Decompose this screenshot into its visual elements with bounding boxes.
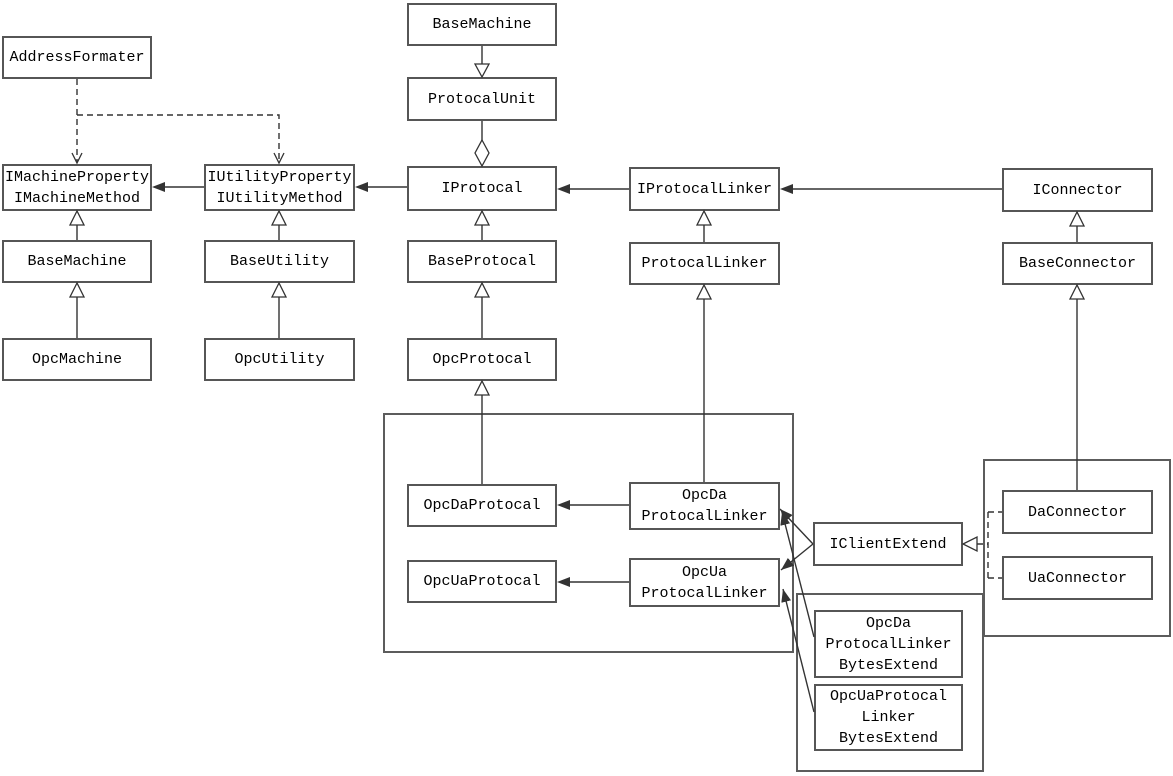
node-opcutility: OpcUtility <box>204 338 355 381</box>
node-label: ProtocalUnit <box>427 90 537 108</box>
node-iconnector: IConnector <box>1002 168 1153 212</box>
node-label: BaseMachine <box>432 16 532 33</box>
edge-opcprotocal-baseprotocal-generalization <box>473 281 491 338</box>
node-opcprotocal: OpcProtocal <box>407 338 557 381</box>
edge-protocalunit-iprotocal-aggregation <box>474 121 490 168</box>
node-label: OpcDa ProtocalLinker BytesExtend <box>825 614 952 674</box>
node-label: BaseUtility <box>229 253 330 270</box>
node-imachineproperty-imachinemethod: IMachineProperty IMachineMethod <box>2 164 152 211</box>
node-opcdaprotocallinker-bytesextend: OpcDa ProtocalLinker BytesExtend <box>814 610 963 678</box>
node-label: OpcDaProtocal <box>423 497 541 514</box>
node-baseutility: BaseUtility <box>204 240 355 283</box>
node-label: BaseProtocal <box>427 253 537 270</box>
edge-iprotocal-iutility-arrow <box>355 182 407 192</box>
node-label: OpcUaProtocal <box>423 573 541 590</box>
node-iclientextend: IClientExtend <box>813 522 963 566</box>
node-label: OpcMachine <box>31 351 122 368</box>
node-opcmachine: OpcMachine <box>2 338 152 381</box>
edge-iprotocallinker-iprotocal-arrow <box>557 184 629 194</box>
node-label: UaConnector <box>1027 569 1128 587</box>
node-basemachine: BaseMachine <box>2 240 152 283</box>
node-addressformater: AddressFormater <box>2 36 152 79</box>
node-baseconnector: BaseConnector <box>1002 242 1153 285</box>
node-label: IProtocalLinker <box>636 180 773 198</box>
node-protocalunit: ProtocalUnit <box>407 77 557 121</box>
edge-addressformater-imachine-dependency <box>71 79 83 165</box>
node-opcuaprotocallinker-bytesextend: OpcUaProtocal Linker BytesExtend <box>814 684 963 751</box>
node-label: BaseConnector <box>1018 255 1137 272</box>
node-label: AddressFormater <box>9 49 145 66</box>
node-label: OpcUtility <box>234 351 325 368</box>
node-basemachine-top: BaseMachine <box>407 3 557 46</box>
node-label: IUtilityProperty IUtilityMethod <box>207 168 352 207</box>
group-box-connectors <box>983 459 1171 637</box>
node-label: OpcProtocal <box>432 351 532 368</box>
node-opcuaprotocal: OpcUaProtocal <box>407 560 557 603</box>
node-label: DaConnector <box>1027 503 1128 521</box>
node-opcdaprotocal: OpcDaProtocal <box>407 484 557 527</box>
edge-protocallinker-iprotocallinker-generalization <box>695 209 713 242</box>
node-iutilityproperty-iutilitymethod: IUtilityProperty IUtilityMethod <box>204 164 355 211</box>
node-opcuaprotocallinker: OpcUa ProtocalLinker <box>629 558 780 607</box>
node-label: ProtocalLinker <box>641 255 768 272</box>
node-label: IProtocal <box>441 180 523 197</box>
node-label: OpcDa ProtocalLinker <box>641 487 768 525</box>
node-daconnector: DaConnector <box>1002 490 1153 534</box>
node-label: OpcUa ProtocalLinker <box>641 563 768 602</box>
edge-basemachine-imachine-generalization <box>68 209 86 240</box>
edge-iconnector-iprotocallinker-arrow <box>780 184 1002 194</box>
node-iprotocallinker: IProtocalLinker <box>629 167 780 211</box>
node-label: IClientExtend <box>829 535 947 553</box>
edge-baseconnector-iconnector-generalization <box>1068 210 1086 242</box>
group-box-opc-protocal-implementations <box>383 413 794 653</box>
edge-addressformater-iutility-dependency <box>77 114 285 165</box>
edge-baseutility-iutility-generalization <box>270 209 288 240</box>
edge-basemachine-protocalunit-generalization <box>473 46 491 79</box>
node-uaconnector: UaConnector <box>1002 556 1153 600</box>
node-opcdaprotocallinker: OpcDa ProtocalLinker <box>629 482 780 530</box>
node-baseprotocal: BaseProtocal <box>407 240 557 283</box>
edge-iutility-imachine-arrow <box>152 182 204 192</box>
node-protocallinker: ProtocalLinker <box>629 242 780 285</box>
node-label: IConnector <box>1032 181 1123 199</box>
node-label: OpcUaProtocal Linker BytesExtend <box>829 688 948 747</box>
node-label: BaseMachine <box>27 253 127 270</box>
node-label: IMachineProperty IMachineMethod <box>4 168 150 207</box>
edge-baseprotocal-iprotocal-generalization <box>473 209 491 240</box>
edge-opcutility-baseutility-generalization <box>270 281 288 338</box>
edge-opcmachine-basemachine-generalization <box>68 281 86 338</box>
node-iprotocal: IProtocal <box>407 166 557 211</box>
